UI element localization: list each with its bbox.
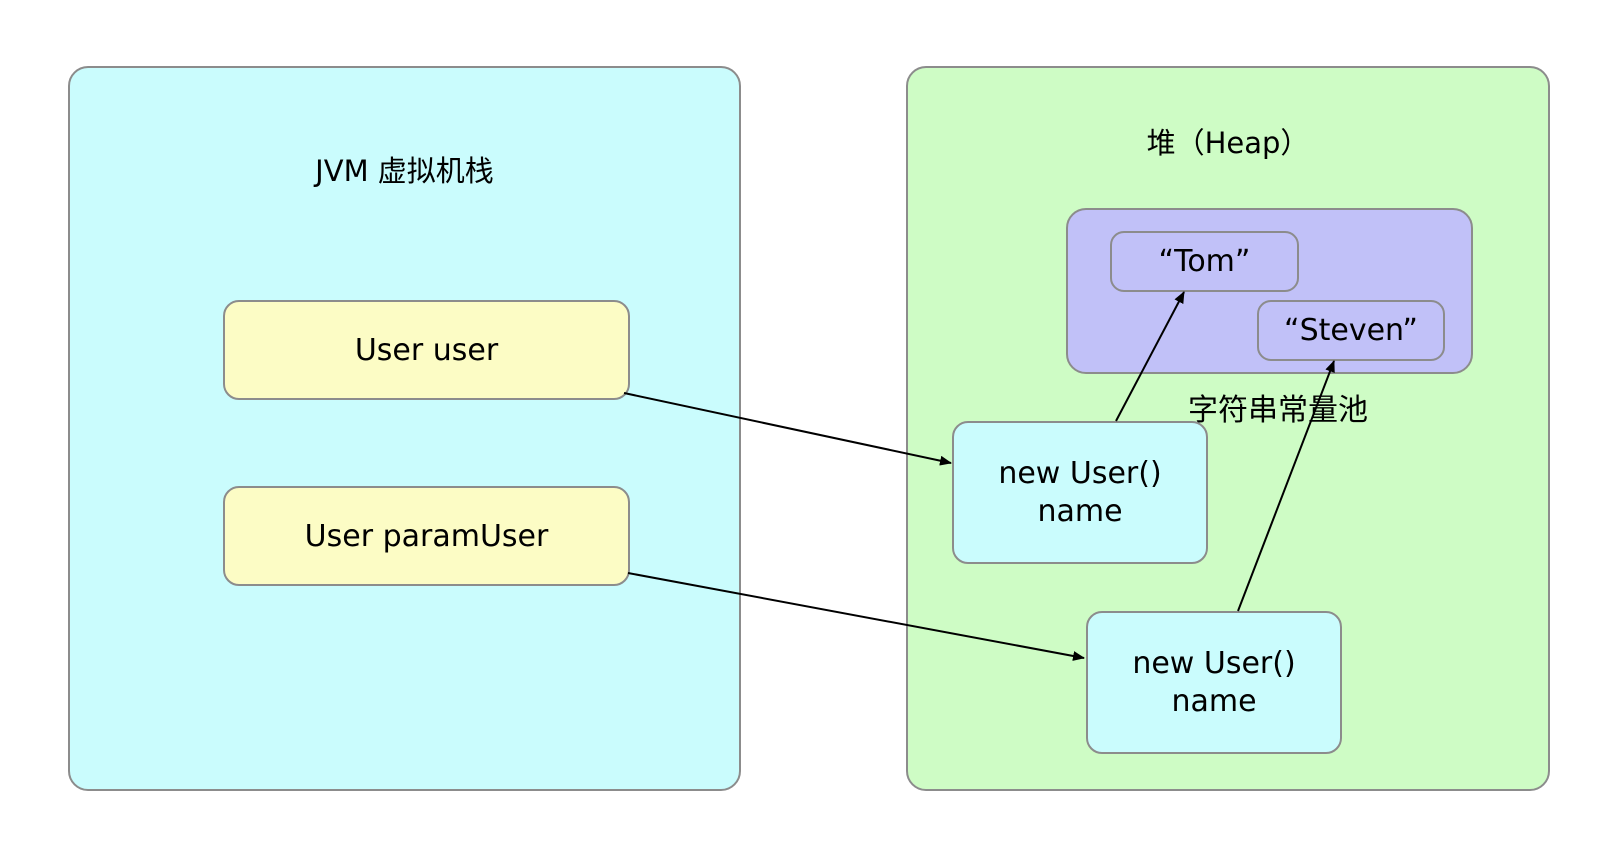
heap-object-user-2: new User() name xyxy=(1086,611,1342,754)
object-2-field-label: name xyxy=(1171,683,1257,719)
stack-variable-param-user: User paramUser xyxy=(223,486,630,586)
object-1-constructor-label: new User() xyxy=(998,455,1162,491)
jvm-stack-title: JVM 虚拟机栈 xyxy=(315,154,494,188)
string-pool-label: 字符串常量池 xyxy=(1188,393,1368,428)
string-literal-steven: “Steven” xyxy=(1257,300,1445,361)
stack-variable-user: User user xyxy=(223,300,630,400)
string-literal-tom: “Tom” xyxy=(1110,231,1299,292)
heap-object-user-1: new User() name xyxy=(952,421,1208,564)
heap-title: 堆（Heap） xyxy=(1146,126,1310,160)
jvm-stack-panel: JVM 虚拟机栈 xyxy=(68,66,741,791)
object-1-field-label: name xyxy=(1037,493,1123,529)
object-2-constructor-label: new User() xyxy=(1132,645,1296,681)
